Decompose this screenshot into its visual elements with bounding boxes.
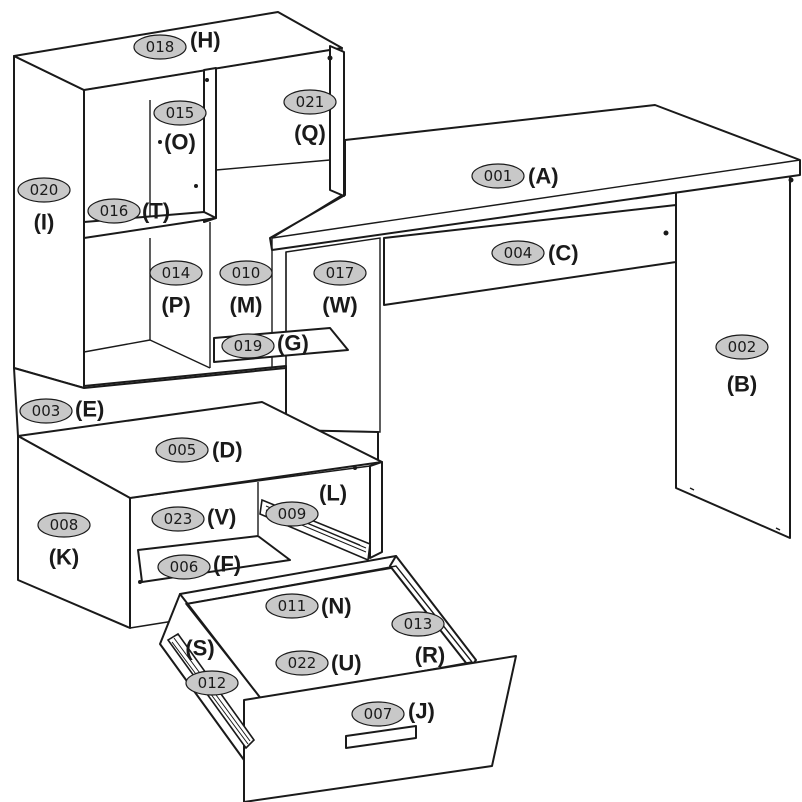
svg-text:023: 023 xyxy=(164,510,193,528)
hutch-vertical-divider-upper xyxy=(203,67,217,223)
svg-text:(I): (I) xyxy=(34,210,55,235)
svg-text:(A): (A) xyxy=(528,164,559,189)
part-label-020: 020 (I) xyxy=(17,177,71,235)
svg-text:(P): (P) xyxy=(161,293,190,318)
part-label-007: 007 (J) xyxy=(351,699,435,727)
svg-text:008: 008 xyxy=(50,516,79,534)
svg-text:(H): (H) xyxy=(190,28,221,53)
svg-text:(T): (T) xyxy=(142,199,170,224)
svg-text:021: 021 xyxy=(296,93,325,111)
svg-text:(K): (K) xyxy=(49,545,80,570)
svg-text:010: 010 xyxy=(232,264,261,282)
part-label-004: 004 (C) xyxy=(491,240,579,266)
part-label-011: 011 (N) xyxy=(265,593,352,619)
svg-text:(R): (R) xyxy=(415,643,446,668)
svg-text:004: 004 xyxy=(504,244,533,262)
svg-text:(W): (W) xyxy=(322,293,357,318)
drawer-front-panel xyxy=(243,655,517,802)
svg-text:(U): (U) xyxy=(331,651,362,676)
svg-text:007: 007 xyxy=(364,705,393,723)
part-label-001: 001 (A) xyxy=(471,163,559,189)
part-label-021: 021 (Q) xyxy=(283,89,337,146)
svg-text:020: 020 xyxy=(30,181,59,199)
svg-text:012: 012 xyxy=(198,674,227,692)
svg-text:(E): (E) xyxy=(75,397,104,422)
svg-text:003: 003 xyxy=(32,402,61,420)
svg-text:019: 019 xyxy=(234,337,263,355)
svg-text:(Q): (Q) xyxy=(294,121,326,146)
part-label-012: 012 (S) xyxy=(185,636,239,696)
svg-text:(N): (N) xyxy=(321,594,352,619)
svg-text:015: 015 xyxy=(166,104,195,122)
svg-text:(V): (V) xyxy=(207,505,236,530)
svg-text:001: 001 xyxy=(484,167,513,185)
svg-text:009: 009 xyxy=(278,505,307,523)
part-label-015: 015 (O) xyxy=(153,100,207,155)
svg-text:(B): (B) xyxy=(727,372,758,397)
part-label-005: 005 (D) xyxy=(155,437,243,463)
part-label-008: 008 (K) xyxy=(37,512,91,570)
svg-text:(O): (O) xyxy=(164,130,196,155)
part-label-018: 018 (H) xyxy=(133,28,221,60)
part-label-022: 022 (U) xyxy=(275,650,362,676)
svg-text:(M): (M) xyxy=(230,293,263,318)
part-label-016: 016 (T) xyxy=(87,198,170,224)
svg-text:018: 018 xyxy=(146,38,175,56)
svg-text:(F): (F) xyxy=(213,552,241,577)
svg-text:(J): (J) xyxy=(408,699,435,724)
part-label-002: 002 (B) xyxy=(715,334,769,397)
svg-text:014: 014 xyxy=(162,264,191,282)
part-label-013: 013 (R) xyxy=(391,611,446,668)
svg-text:017: 017 xyxy=(326,264,355,282)
part-label-003: 003 (E) xyxy=(19,397,104,424)
svg-text:006: 006 xyxy=(170,558,199,576)
svg-text:(G): (G) xyxy=(277,331,309,356)
part-label-009: 009 (L) xyxy=(265,481,347,527)
part-label-014: 014 (P) xyxy=(149,260,203,318)
svg-text:(C): (C) xyxy=(548,241,579,266)
svg-text:022: 022 xyxy=(288,654,317,672)
part-label-017: 017 (W) xyxy=(313,260,367,318)
svg-text:(D): (D) xyxy=(212,438,243,463)
svg-text:(S): (S) xyxy=(185,636,214,661)
part-labels: 018 (H) 015 (O) 021 (Q) 001 (A) 020 (I) … xyxy=(17,28,769,727)
svg-text:016: 016 xyxy=(100,202,129,220)
hutch-right-tall-panel xyxy=(329,45,345,197)
hutch-shelf-upper xyxy=(83,211,217,239)
part-label-010: 010 (M) xyxy=(219,260,273,318)
drawer-handle xyxy=(345,725,417,749)
svg-text:011: 011 xyxy=(278,597,307,615)
svg-text:013: 013 xyxy=(404,615,433,633)
svg-text:005: 005 xyxy=(168,441,197,459)
cabinet-right-side-panel xyxy=(369,461,383,559)
desk-drawing xyxy=(269,104,801,539)
part-label-023: 023 (V) xyxy=(151,505,236,532)
part-label-019: 019 (G) xyxy=(221,331,309,359)
svg-text:(L): (L) xyxy=(319,481,347,506)
part-label-006: 006 (F) xyxy=(157,552,241,580)
svg-text:002: 002 xyxy=(728,338,757,356)
